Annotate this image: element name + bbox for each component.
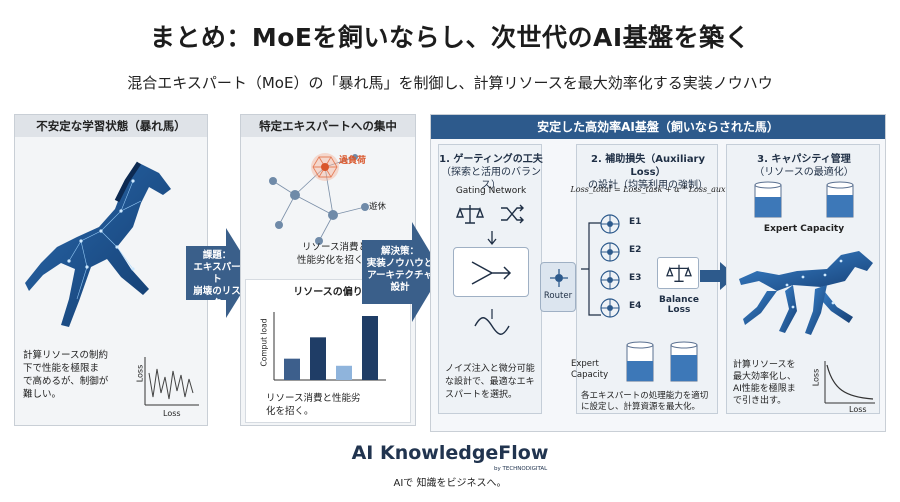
gating-column: 1. ゲーティングの工夫 （探索と活用のバランス） Gating Network…	[438, 144, 543, 414]
arrow-challenge-label: 課題： エキスパート 崩壊のリスク	[193, 250, 241, 309]
panel-unstable-header: 不安定な学習状態（暴れ馬）	[15, 115, 207, 137]
panel-unstable-caption: 計算リソースの制約 下で性能を極限ま で高めるが、制御が 難しい。	[23, 350, 109, 400]
expert-node-e3: E3	[599, 269, 641, 291]
expert-label: E4	[629, 301, 642, 311]
capacity-cylinders	[626, 341, 698, 382]
noise-wave-icon	[474, 309, 510, 335]
loss-formula: Loss_total = Loss_task + α * Loss_aux	[570, 185, 726, 194]
shuffle-icon	[501, 204, 524, 224]
aux-loss-caption: 各エキスパートの処理能力を適切 に設定し、計算資源を最大化。	[581, 391, 709, 412]
arrow-challenge	[186, 228, 254, 318]
gating-block	[453, 247, 529, 297]
concentration-caption-top: リソース消費と 性能劣化を招く。	[296, 242, 373, 266]
capacity-column: 3. キャパシティ管理 （リソースの最適化） Expert Capacity	[726, 144, 880, 414]
gating-caption: ノイズ注入と微分可能 な設計で、最適なエキ スパートを選択。	[445, 364, 535, 400]
expert-node-e4: E4	[599, 297, 641, 319]
expert-label: E2	[629, 245, 642, 255]
page-title: まとめ：MoEを飼いならし、次世代のAI基盤を築く	[149, 23, 751, 52]
expert-node-e2: E2	[599, 241, 641, 263]
expert-icon	[600, 214, 620, 234]
expert-icon	[600, 270, 620, 290]
gating-network-label: Gating Network	[455, 186, 527, 196]
routing-arrows-icon	[471, 261, 512, 285]
noisy-chart-xlabel: Loss	[163, 409, 181, 418]
bar-4	[362, 316, 378, 380]
arrow-solution-label: 解決策： 実装ノウハウと アーキテクチャ 設計	[366, 246, 434, 293]
capacity-label: Expert Capacity	[763, 224, 845, 234]
balance-scale-icon	[666, 264, 692, 282]
expert-bracket	[581, 222, 601, 316]
noisy-loss-chart	[144, 357, 199, 406]
expert-capacity-label: Expert Capacity	[571, 359, 609, 380]
converging-loss-chart	[824, 361, 875, 404]
balance-scale-icon	[455, 205, 485, 224]
converging-chart-xlabel: Loss	[849, 405, 867, 414]
bar-3	[336, 365, 352, 380]
panel-concentration-header: 特定エキスパートへの集中	[241, 115, 415, 137]
capacity-caption: 計算リソースを 最大効率化し、 AI性能を極限ま で引き出す。	[733, 360, 797, 406]
aux-loss-column-header: 2. 補助損失（Auxiliary Loss） の設計（均等利用の強制）	[588, 154, 708, 191]
aux-loss-column: 2. 補助損失（Auxiliary Loss） の設計（均等利用の強制） Los…	[570, 144, 726, 414]
down-arrow-icon	[487, 231, 497, 246]
expert-node-e1: E1	[599, 213, 641, 235]
idle-label: 遊休	[369, 202, 387, 212]
capacity-column-header: 3. キャパシティ管理 （リソースの最適化）	[754, 154, 854, 178]
imbalance-chart-ylabel: Comput load	[259, 318, 269, 367]
expert-network-graph	[269, 153, 369, 245]
balance-loss-block	[657, 257, 699, 289]
arrow-solution	[362, 222, 442, 322]
wild-horse-illustration	[25, 161, 171, 327]
tamed-horse-illustration	[739, 251, 873, 335]
overload-label: 過負荷	[339, 156, 367, 166]
converging-chart-ylabel: Loss	[811, 368, 821, 387]
resource-imbalance-title: リソースの偏り	[293, 287, 363, 298]
expert-icon	[600, 298, 620, 318]
expert-label: E1	[629, 217, 642, 227]
panel-unstable: 不安定な学習状態（暴れ馬） 計算リソースの制約 下で性能を極限ま で高めるが、制…	[14, 114, 208, 426]
bar-2	[310, 337, 326, 380]
router-block: Router	[540, 262, 576, 312]
bar-1	[284, 358, 300, 380]
panel-stable-header: 安定した高効率AI基盤（飼いならされた馬）	[431, 115, 885, 139]
brand-sub: by TECHNODIGITAL	[494, 466, 548, 472]
expert-icon	[600, 242, 620, 262]
brand-logo: AI KnowledgeFlow	[351, 442, 549, 464]
capacity-cylinders-large	[754, 181, 854, 218]
balance-loss-label: Balance Loss	[659, 295, 699, 315]
page-subtitle: 混合エキスパート（MoE）の「暴れ馬」を制御し、計算リソースを最大効率化する実装…	[127, 74, 773, 92]
concentration-caption-bottom: リソース消費と性能劣 化を招く。	[266, 393, 361, 417]
router-node-icon	[550, 269, 568, 287]
brand-tagline: AIで 知識をビジネスへ。	[393, 478, 507, 489]
noisy-chart-ylabel: Loss	[135, 364, 145, 383]
resource-imbalance-chart	[273, 312, 386, 381]
expert-label: E3	[629, 273, 642, 283]
gating-column-header: 1. ゲーティングの工夫 （探索と活用のバランス）	[439, 154, 543, 191]
router-label: Router	[543, 291, 573, 301]
